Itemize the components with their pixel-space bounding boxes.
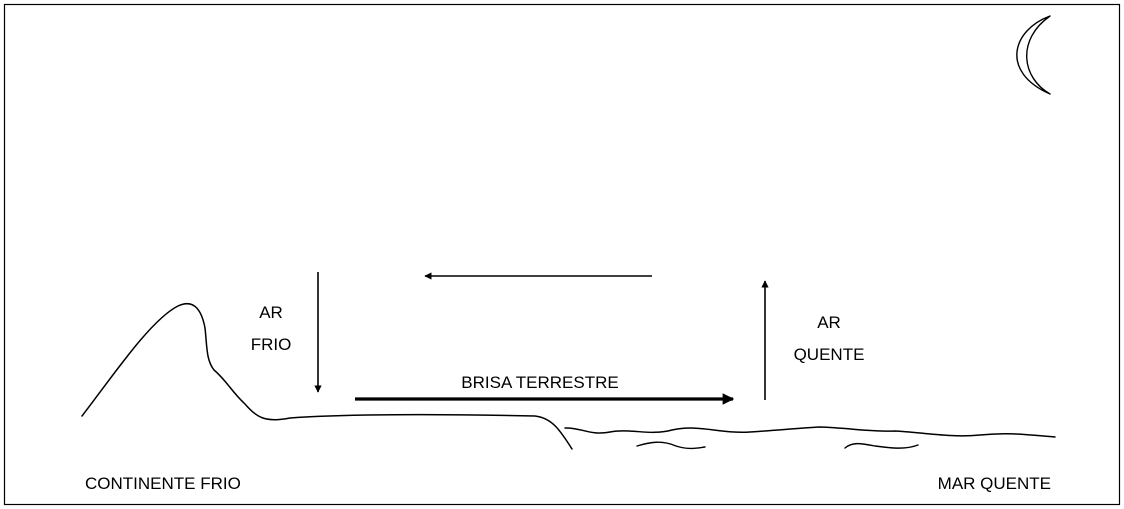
sea-surface	[564, 426, 1056, 438]
wave-1	[636, 441, 706, 450]
continent-coastline	[81, 303, 573, 450]
cold-air-label-line1: AR	[259, 303, 283, 322]
diagram-frame	[3, 3, 1121, 506]
land-breeze-label: BRISA TERRESTRE	[461, 373, 618, 392]
crescent-moon-icon	[1016, 15, 1051, 95]
cold-air-label-line2: FRIO	[251, 335, 292, 354]
wave-2	[844, 442, 919, 449]
continent-label: CONTINENTE FRIO	[85, 474, 241, 493]
warm-air-label-line1: AR	[817, 313, 841, 332]
warm-air-label-line2: QUENTE	[794, 345, 865, 364]
sea-label: MAR QUENTE	[938, 474, 1051, 493]
